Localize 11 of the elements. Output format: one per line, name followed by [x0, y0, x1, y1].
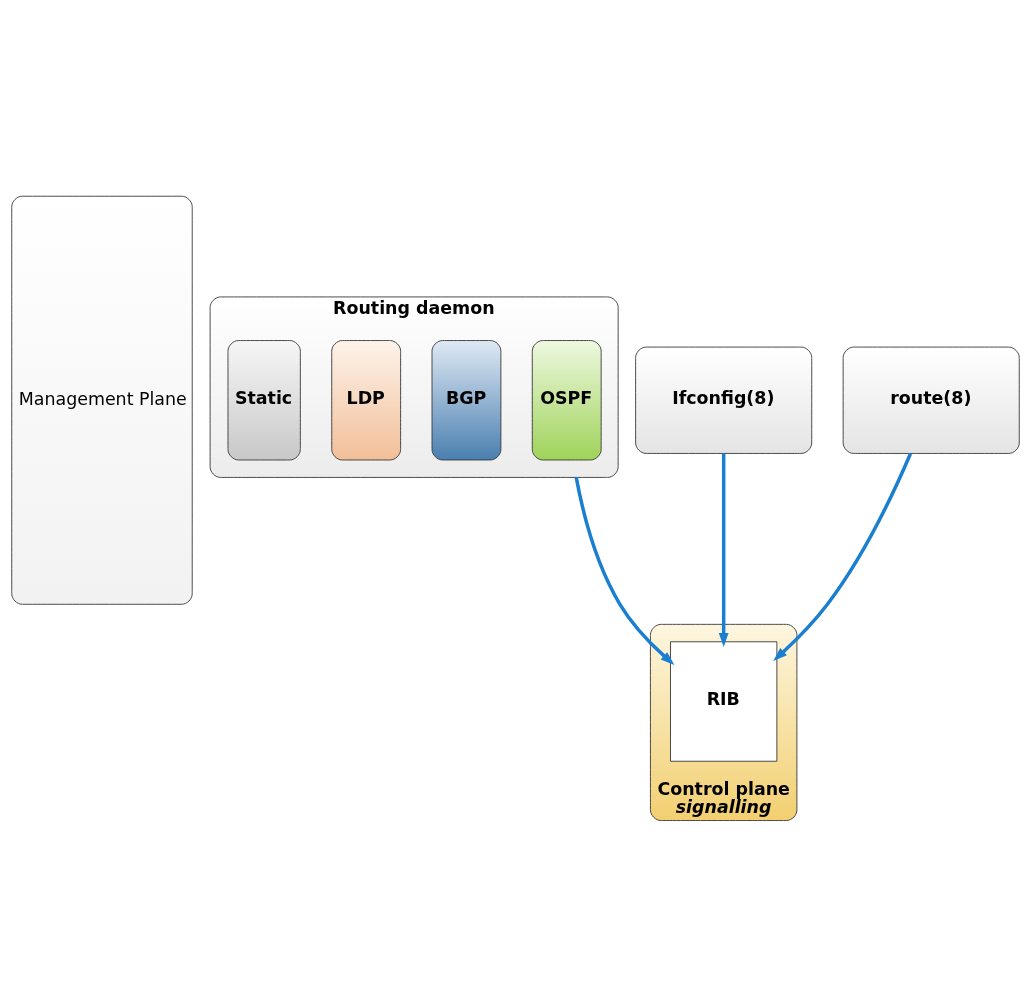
- arrow: [574, 476, 675, 665]
- node-box: LDP: [331, 339, 402, 460]
- node-box: Static: [227, 339, 301, 460]
- node-box: BGP: [431, 339, 502, 460]
- node-box: OSPF: [531, 339, 602, 460]
- arrow: [773, 452, 913, 661]
- node-box: route(8): [842, 346, 1020, 454]
- node-box: Management Plane: [11, 195, 193, 605]
- node-box: RIB: [670, 640, 778, 762]
- arrow: [718, 453, 729, 647]
- node-box: Ifconfig(8): [635, 346, 813, 454]
